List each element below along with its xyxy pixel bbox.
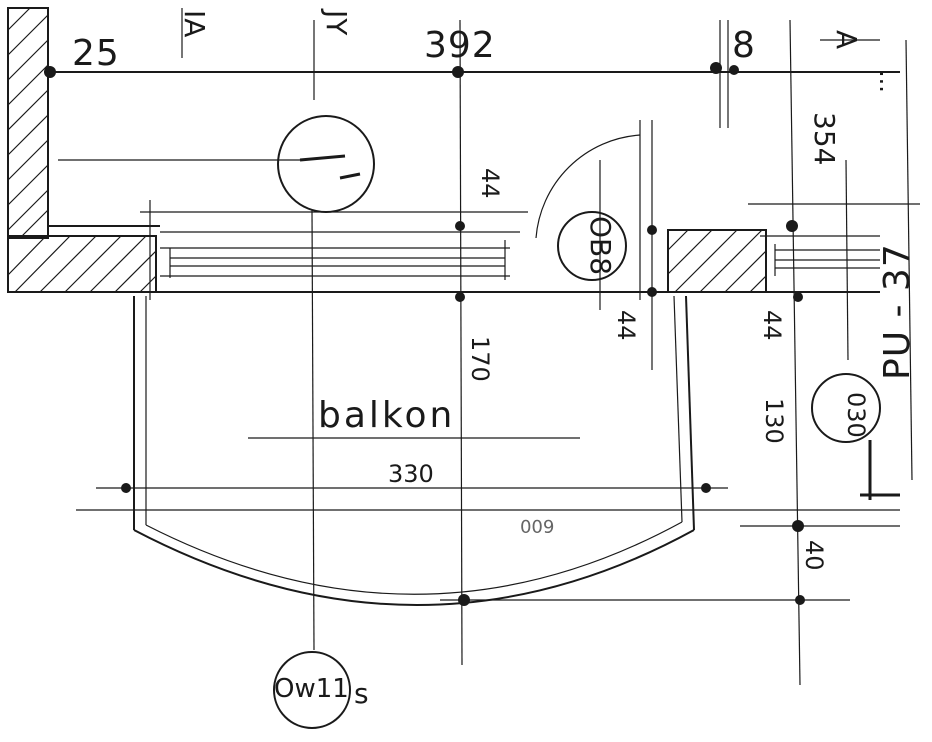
dim-44-mid-label: 44 <box>612 310 640 341</box>
top-mark-ia: IA <box>178 10 211 38</box>
dim-170-label: 170 <box>466 336 494 382</box>
door-swing <box>535 120 653 370</box>
dim-tick <box>647 225 657 235</box>
axis-line <box>459 19 463 666</box>
dim-40-label: 40 <box>800 540 828 571</box>
window-tag-label: Ow11 <box>274 674 349 704</box>
dim-130-label: 130 <box>760 398 788 444</box>
dim-44-right-label: 44 <box>758 310 786 341</box>
dim-tick <box>452 66 464 78</box>
window-glazing <box>160 240 510 280</box>
dim-tick <box>710 62 722 74</box>
window-tag-suffix: s <box>354 677 369 710</box>
right-edge-line <box>905 39 913 481</box>
dim-tick <box>455 221 465 231</box>
hatched-wall-left <box>7 7 49 239</box>
dim-tick <box>729 65 739 75</box>
dim-tick <box>455 292 465 302</box>
dim-392-label: 392 <box>424 25 496 66</box>
dim-tick <box>786 220 798 232</box>
dim-44-left-label: 44 <box>476 168 504 199</box>
tag-glyph <box>299 154 361 180</box>
tag-circle-top <box>277 115 375 213</box>
right-tag-label: 030 <box>842 392 870 438</box>
hatched-wall-right <box>667 229 767 293</box>
right-tag-circle <box>811 373 881 443</box>
dim-tick <box>647 287 657 297</box>
door-tag-label: OB8 <box>584 216 617 276</box>
dim-25-label: 25 <box>72 33 120 74</box>
dim-8-label: 8 <box>732 25 756 66</box>
balcony-outline <box>133 295 695 606</box>
top-mark-a: A <box>830 30 863 50</box>
pu-suffix: ... <box>874 70 902 93</box>
window-tag-circle <box>273 651 351 729</box>
axis-line <box>845 159 849 361</box>
dim-330-label: 330 <box>388 460 434 488</box>
axis-line <box>311 209 315 651</box>
door-tag-circle <box>557 211 627 281</box>
window-glazing-right <box>748 203 920 276</box>
dim-600-label: 600 <box>520 515 555 536</box>
dim-354-label: 354 <box>808 112 841 166</box>
dim-tick <box>793 292 803 302</box>
pu-label: PU - 37 <box>877 243 918 380</box>
dim-tick <box>44 66 56 78</box>
room-label-balkon: balkon <box>318 395 456 436</box>
axis-line <box>789 19 801 686</box>
hatched-wall-bottom <box>7 235 157 293</box>
top-mark-jy: JY <box>320 10 353 36</box>
